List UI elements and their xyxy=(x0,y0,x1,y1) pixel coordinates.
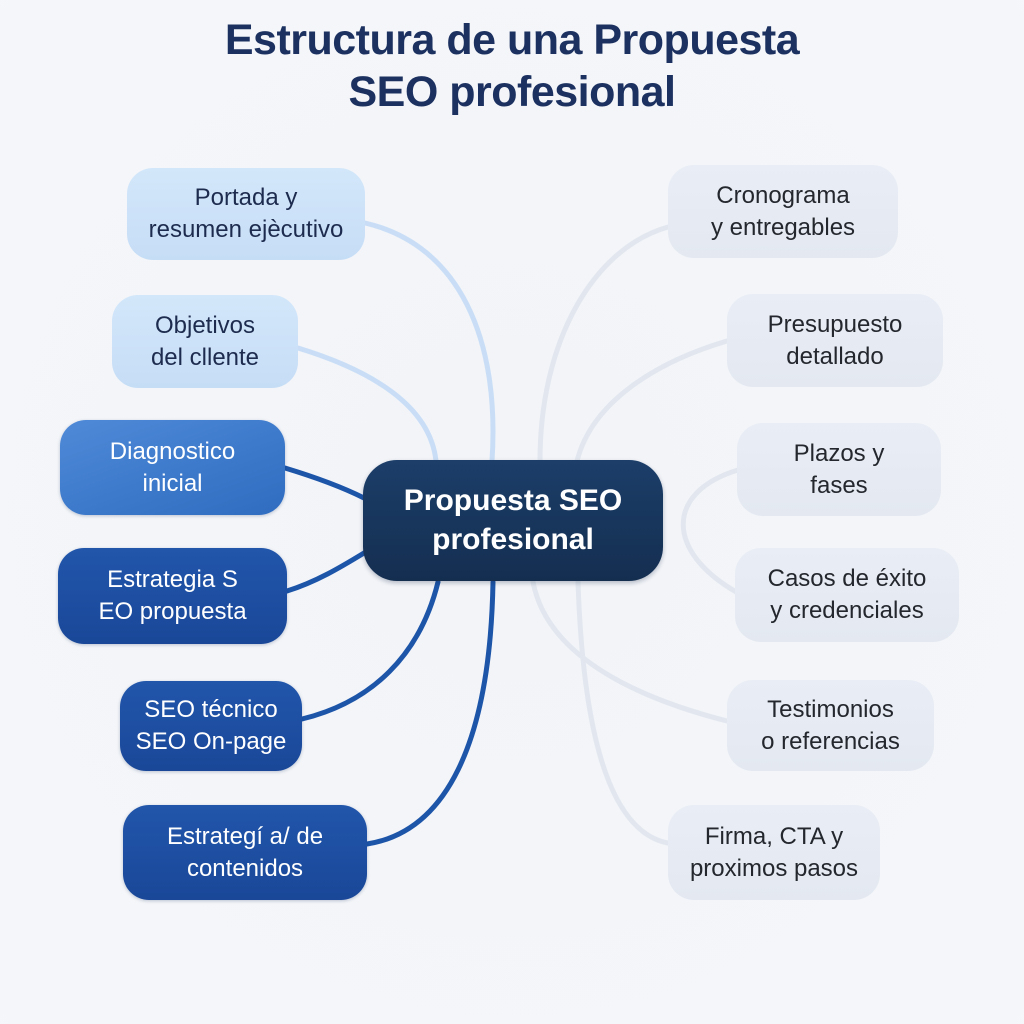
node-label: Testimonios o referencias xyxy=(761,695,900,755)
node-label: Diagnostico inicial xyxy=(109,437,236,497)
center-node: Propuesta SEO profesional xyxy=(363,460,663,581)
node-label: Cronograma y entregables xyxy=(710,181,856,241)
connector-presupuesto xyxy=(574,338,730,464)
connector-plazos-casos xyxy=(680,467,741,596)
node-estrategia-contenidos: Estrategí a/ de contenidos xyxy=(123,805,367,900)
node-label: Firma, CTA y proximos pasos xyxy=(689,822,859,882)
node-label: Estrategí a/ de contenidos xyxy=(166,822,324,882)
node-label: Portada y resumen ejècutivo xyxy=(148,184,344,243)
connector-objetivos xyxy=(295,345,439,464)
connector-seo-tecnico xyxy=(299,579,441,722)
node-label: Estrategia S EO propuesta xyxy=(98,566,247,625)
node-diagnostico-inicial: Diagnostico inicial xyxy=(60,420,285,515)
node-label: Objetivos del cllente xyxy=(150,311,260,371)
connector-estrategia-seo xyxy=(284,550,367,594)
diagram-title: Estructura de una Propuesta SEO profesio… xyxy=(224,16,800,117)
center-node-label: Propuesta SEO profesional xyxy=(403,484,623,556)
node-estrategia-seo-propuesta: Estrategia S EO propuesta xyxy=(58,548,287,644)
connector-diagnostico xyxy=(282,465,367,501)
connector-firma xyxy=(575,579,671,846)
node-presupuesto-detallado: Presupuesto detallado xyxy=(727,294,943,387)
connector-portada xyxy=(362,220,496,464)
connector-cronograma xyxy=(537,224,671,464)
connector-estrategia-contenidos xyxy=(364,579,496,847)
node-casos-exito-credenciales: Casos de éxito y credenciales xyxy=(735,548,959,642)
node-testimonios-referencias: Testimonios o referencias xyxy=(727,680,934,771)
node-label: Presupuesto detallado xyxy=(767,310,903,370)
node-plazos-fases: Plazos y fases xyxy=(737,423,941,516)
node-label: Casos de éxito y credenciales xyxy=(767,565,927,624)
connector-testimonios xyxy=(530,579,730,724)
node-seo-tecnico-onpage: SEO técnico SEO On-page xyxy=(120,681,302,771)
node-label: SEO técnico SEO On-page xyxy=(135,696,287,755)
node-portada-resumen: Portada y resumen ejècutivo xyxy=(127,168,365,260)
node-firma-cta-pasos: Firma, CTA y proximos pasos xyxy=(668,805,880,900)
node-objetivos-cliente: Objetivos del cllente xyxy=(112,295,298,388)
node-cronograma-entregables: Cronograma y entregables xyxy=(668,165,898,258)
node-label: Plazos y fases xyxy=(793,439,885,499)
